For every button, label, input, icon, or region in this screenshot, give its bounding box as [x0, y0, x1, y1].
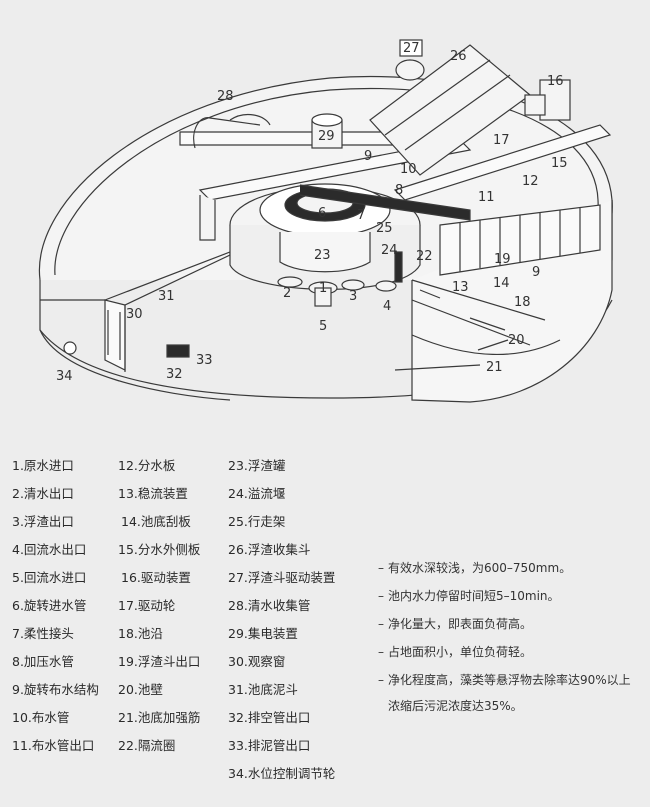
callout-3: 3: [349, 289, 357, 304]
legend-item: 25.行走架: [228, 514, 286, 529]
legend-item: 23.浮渣罐: [228, 458, 286, 473]
feature-item: –池内水力停留时间短5–10min。: [378, 589, 560, 603]
callout-6: 6: [318, 206, 326, 221]
callout-29: 29: [318, 129, 335, 144]
cutaway-edge: [411, 279, 546, 321]
legend-item: 21.池底加强筋: [118, 710, 201, 725]
legend-item: 7.柔性接头: [12, 626, 74, 641]
callout-26: 26: [450, 49, 467, 64]
scraper-fins: [439, 204, 601, 276]
flotation-tank-diagram: 1 2 3 4 5 6 7 8 9 10 11 12 13 14 15 16 1…: [38, 39, 613, 403]
feature-item-continuation: 浓缩后污泥浓度达35%。: [388, 699, 523, 713]
callout-25: 25: [376, 221, 393, 236]
legend-item: 19.浮渣斗出口: [118, 654, 201, 669]
callout-24: 24: [381, 243, 398, 258]
hopper-drive: [399, 39, 423, 57]
feature-item: –有效水深较浅，为600–750mm。: [378, 561, 572, 575]
overflow-weir: [394, 251, 403, 283]
callout-11: 11: [478, 190, 495, 205]
callout-numbers: 1 2 3 4 5 6 7 8 9 10 11 12 13 14 15 16 1…: [56, 41, 568, 384]
legend-item: 4.回流水出口: [12, 542, 87, 557]
callout-21: 21: [486, 360, 503, 375]
callout-20: 20: [508, 333, 525, 348]
callout-22: 22: [416, 249, 433, 264]
level-control-wheel: [63, 341, 77, 355]
callout-32: 32: [166, 367, 183, 382]
legend-item: 1.原水进口: [12, 458, 74, 473]
feature-item: –占地面积小，单位负荷轻。: [378, 645, 533, 659]
legend-item: 13.稳流装置: [118, 486, 188, 501]
legend-item: 26.浮渣收集斗: [228, 542, 311, 557]
legend-item: 9.旋转布水结构: [12, 682, 99, 697]
callout-31: 31: [158, 289, 175, 304]
callout-10: 10: [400, 162, 417, 177]
callout-17: 17: [493, 133, 510, 148]
legend-item: 27.浮渣斗驱动装置: [228, 570, 336, 585]
callout-7: 7: [357, 208, 365, 223]
clean-water-pipe: [193, 117, 261, 149]
legend-item: 17.驱动轮: [118, 598, 176, 613]
legend-item: 30.观察窗: [228, 654, 286, 669]
legend-item: 12.分水板: [118, 458, 176, 473]
callout-15: 15: [551, 156, 568, 171]
callout-33: 33: [196, 353, 213, 368]
callout-2: 2: [283, 286, 291, 301]
legend-item: 11.布水管出口: [12, 738, 95, 753]
callout-16: 16: [547, 74, 564, 89]
legend-item: 15.分水外侧板: [118, 542, 201, 557]
callout-28: 28: [217, 89, 234, 104]
legend-item: 33.排泥管出口: [228, 738, 311, 753]
scum-tank: [279, 232, 371, 273]
callout-19: 19: [494, 252, 511, 267]
callout-9b: 9: [532, 265, 540, 280]
callout-1: 1: [319, 281, 327, 296]
legend-item: 10.布水管: [12, 710, 70, 725]
legend-item: 14.池底刮板: [121, 514, 191, 529]
callout-30: 30: [126, 307, 143, 322]
callout-23: 23: [314, 248, 331, 263]
callout-14: 14: [493, 276, 510, 291]
legend-item: 5.回流水进口: [12, 570, 87, 585]
legend-item: 29.集电装置: [228, 626, 298, 641]
callout-27: 27: [403, 41, 420, 56]
callout-5: 5: [319, 319, 327, 334]
legend-item: 22.隔流圈: [118, 738, 176, 753]
legend-item: 20.池壁: [118, 682, 163, 697]
legend-item: 24.溢流堰: [228, 486, 286, 501]
callout-12: 12: [522, 174, 539, 189]
feature-item: –净化程度高，藻类等悬浮物去除率达90%以上: [378, 673, 631, 687]
legend-item: 18.池沿: [118, 626, 163, 641]
legend-item: 6.旋转进水管: [12, 598, 87, 613]
feature-item: –净化量大，即表面负荷高。: [378, 617, 533, 631]
tank-wall: [39, 280, 231, 401]
callout-18: 18: [514, 295, 531, 310]
callout-13: 13: [452, 280, 469, 295]
callout-4: 4: [383, 299, 391, 314]
radial-arm: [199, 195, 216, 241]
legend-item: 34.水位控制调节轮: [228, 766, 336, 781]
legend-item: 3.浮渣出口: [12, 514, 74, 529]
callout-34: 34: [56, 369, 73, 384]
legend-item: 16.驱动装置: [121, 570, 191, 585]
callout-8: 8: [395, 183, 403, 198]
legend-item: 31.池底泥斗: [228, 682, 298, 697]
legend-item: 8.加压水管: [12, 654, 74, 669]
legend-item: 32.排空管出口: [228, 710, 311, 725]
legend-item: 2.清水出口: [12, 486, 74, 501]
legend-item: 28.清水收集管: [228, 598, 311, 613]
callout-9: 9: [364, 149, 372, 164]
